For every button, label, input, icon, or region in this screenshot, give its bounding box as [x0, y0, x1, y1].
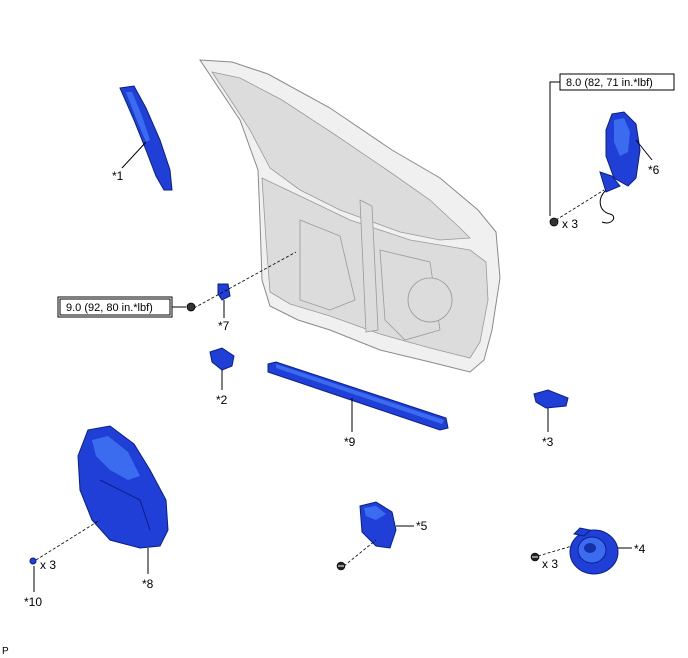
label-p8: *8	[142, 577, 154, 591]
part-5-module	[359, 501, 397, 549]
part-3-clip	[533, 389, 569, 409]
speaker-screw-qty: x 3	[542, 557, 558, 571]
torque-mirror: 8.0 (82, 71 in.*lbf)	[566, 77, 653, 89]
label-p10: *10	[24, 595, 42, 609]
part-4-speaker	[569, 527, 619, 575]
label-p9: *9	[344, 435, 356, 449]
part-6-mirror	[599, 111, 641, 224]
label-p7: *7	[218, 319, 230, 333]
label-p6: *6	[648, 163, 660, 177]
leader-1	[121, 141, 147, 169]
part-7-clip	[217, 283, 231, 301]
module-screw-path	[343, 539, 377, 567]
mirror-nut	[549, 217, 559, 227]
speaker-screw-path	[537, 545, 573, 557]
label-p3: *3	[542, 435, 554, 449]
mirror-nut-qty: x 3	[562, 217, 578, 231]
door-nut	[186, 302, 196, 312]
clip-qty: x 3	[40, 558, 56, 572]
label-p4: *4	[634, 542, 646, 556]
door-panel	[199, 59, 501, 373]
label-p2: *2	[216, 393, 228, 407]
module-screw	[336, 561, 346, 571]
part-2-bracket	[209, 347, 235, 371]
leader-6	[635, 139, 653, 161]
torque-box-door	[59, 298, 171, 316]
corner-mark: P	[2, 646, 9, 657]
leader-torque-mirror	[549, 81, 560, 216]
part-1-garnish	[119, 85, 173, 191]
part-9-weatherstrip	[267, 361, 449, 431]
label-p5: *5	[416, 519, 428, 533]
torque-door: 9.0 (92, 80 in.*lbf)	[66, 302, 153, 314]
speaker-screw	[530, 552, 540, 562]
label-p1: *1	[112, 169, 124, 183]
part-8-cover	[77, 425, 169, 549]
part-10-clip	[29, 557, 37, 565]
door-bolt-path	[193, 251, 297, 309]
mirror-nut-path	[555, 189, 605, 221]
cover-clip-path	[35, 519, 101, 561]
